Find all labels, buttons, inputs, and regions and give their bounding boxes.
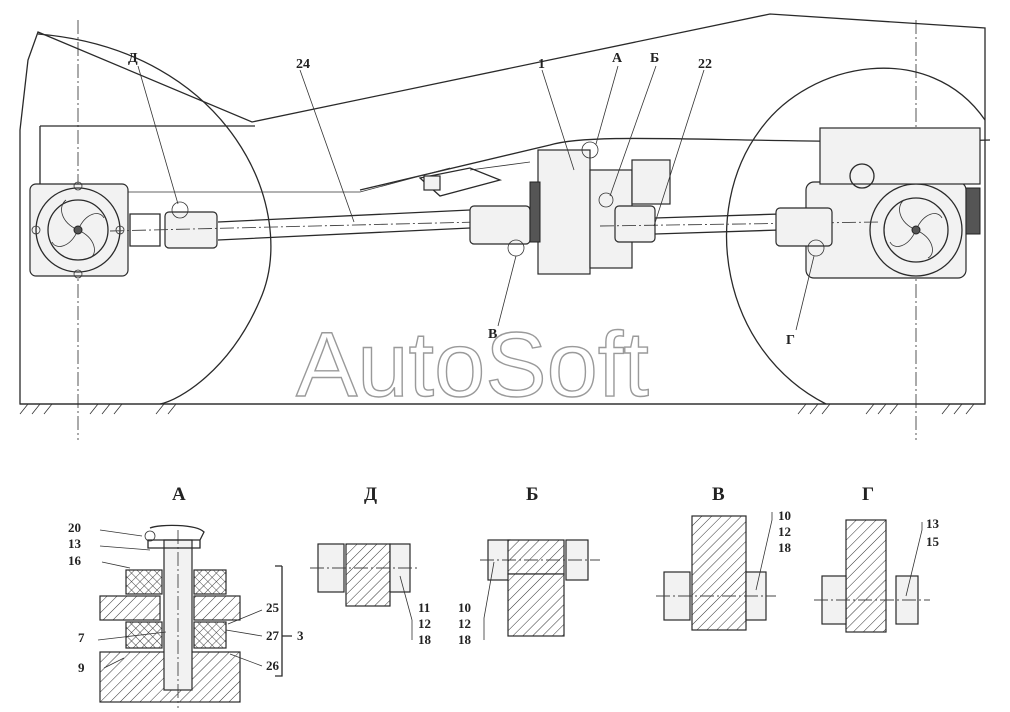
detail-a-label-16: 16	[68, 553, 82, 568]
detail-b-title: Б	[526, 484, 539, 505]
propeller-shaft-24	[109, 205, 561, 249]
detail-view-g: Г 13 15	[814, 484, 940, 633]
detail-view-d: Д 11 12 18	[310, 484, 432, 647]
callout-22: 22	[698, 57, 712, 72]
detail-a-label-26: 26	[266, 658, 280, 673]
main-view: Д 24 1 А Б 22 В Г AutoSoft	[19, 13, 991, 440]
detail-a-label-7: 7	[78, 630, 85, 645]
detail-a-label-20: 20	[68, 520, 81, 535]
detail-b-label-18: 18	[458, 632, 472, 647]
detail-view-b: Б 10 12 18	[458, 484, 600, 647]
detail-d-title: Д	[364, 484, 377, 505]
detail-circle-d	[171, 201, 189, 219]
detail-g-title: Г	[862, 484, 874, 505]
detail-g-label-13: 13	[926, 516, 940, 531]
rear-axle-gearbox	[805, 127, 981, 279]
ground-hatch	[19, 403, 975, 415]
detail-circle-g	[807, 239, 825, 257]
detail-view-v: В 10 12 18	[656, 484, 792, 631]
detail-d-label-11: 11	[418, 600, 430, 615]
detail-a-label-25: 25	[266, 600, 280, 615]
callout-a: А	[612, 51, 623, 66]
right-wheel-arch	[725, 67, 986, 405]
detail-d-label-12: 12	[418, 616, 431, 631]
watermark: AutoSoft	[296, 314, 649, 416]
detail-d-label-18: 18	[418, 632, 432, 647]
callout-v: В	[488, 327, 497, 342]
detail-b-label-10: 10	[458, 600, 471, 615]
callout-g: Г	[786, 333, 795, 348]
left-wheel-arch	[37, 33, 272, 405]
detail-view-a: А 20 13 16 7 9 25 27 26 3	[68, 484, 304, 708]
detail-v-label-12: 12	[778, 524, 791, 539]
detail-a-label-27: 27	[266, 628, 280, 643]
leader-lines	[137, 65, 815, 331]
detail-v-title: В	[712, 484, 725, 505]
detail-a-label-13: 13	[68, 536, 82, 551]
detail-circle-b	[598, 192, 614, 208]
detail-a-label-9: 9	[78, 660, 85, 675]
detail-v-label-10: 10	[778, 508, 791, 523]
detail-g-label-15: 15	[926, 534, 940, 549]
detail-a-label-3: 3	[297, 628, 304, 643]
detail-b-label-12: 12	[458, 616, 471, 631]
detail-circle-a	[581, 141, 599, 159]
callout-24: 24	[296, 57, 310, 72]
callout-d: Д	[128, 51, 138, 66]
propeller-shaft-22	[599, 205, 881, 247]
callout-b: Б	[650, 51, 659, 66]
middle-frame-beam	[110, 161, 531, 193]
callout-1: 1	[538, 57, 545, 72]
front-axle-gearbox	[29, 181, 129, 279]
detail-a-title: А	[172, 484, 186, 505]
detail-v-label-18: 18	[778, 540, 792, 555]
